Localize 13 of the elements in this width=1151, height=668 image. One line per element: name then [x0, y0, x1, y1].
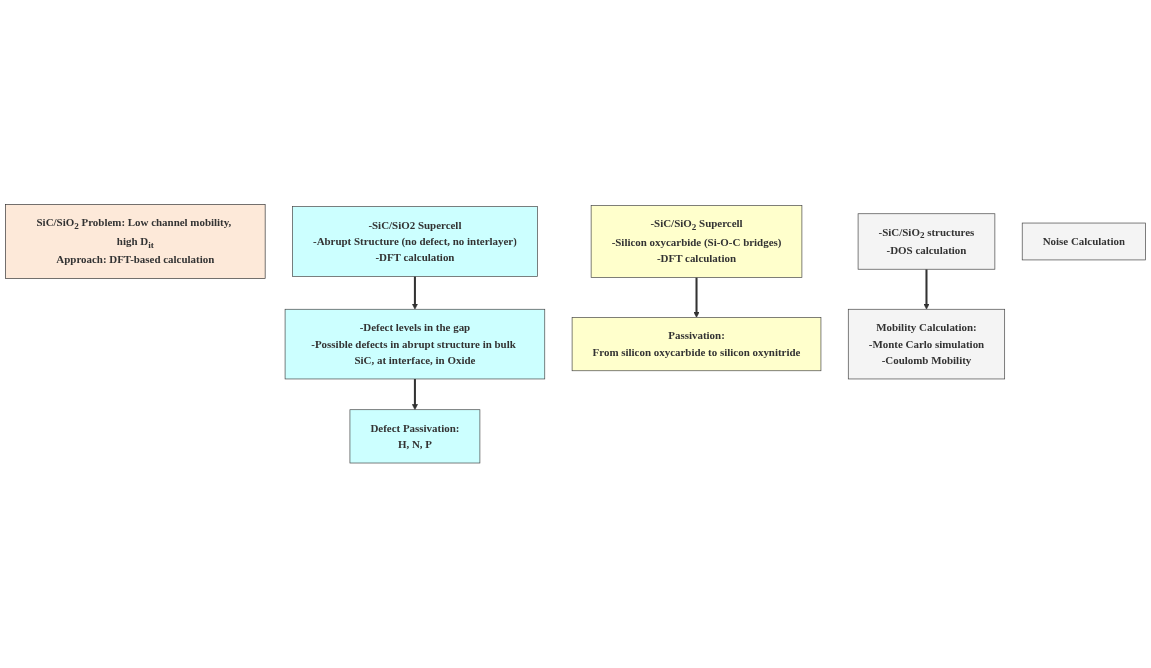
arrow [411, 276, 418, 310]
node-box: Noise Calculation [1021, 222, 1146, 261]
node-box: Passivation: From silicon oxycarbide to silicon oxynitride [571, 317, 822, 372]
node-box: -Defect levels in the gap -Possible defects in abrupt structure in bulk SiC, at interface, in Oxide [284, 309, 546, 380]
node-box: Defect Passivation: H, N, P [349, 409, 481, 464]
node-box: Mobility Calculation: -Monte Carlo simulation -Coulomb Mobility [847, 309, 1005, 380]
node-box: -SiC/SiO$_{2}$ structures -DOS calculation [857, 213, 996, 270]
arrow [411, 379, 418, 411]
node-box: SiC/SiO$_{2}$ Problem: Low channel mobility, high D$_{it}$ Approach: DFT-based calculation [5, 204, 266, 280]
node-box: -SiC/SiO2 Supercell -Abrupt Structure (no defect, no interlayer) -DFT calculation [292, 206, 538, 277]
arrow [923, 269, 930, 310]
arrow [693, 277, 700, 318]
node-box: -SiC/SiO$_{2}$ Supercell -Silicon oxycarbide (Si-O-C bridges) -DFT calculation [590, 205, 803, 278]
